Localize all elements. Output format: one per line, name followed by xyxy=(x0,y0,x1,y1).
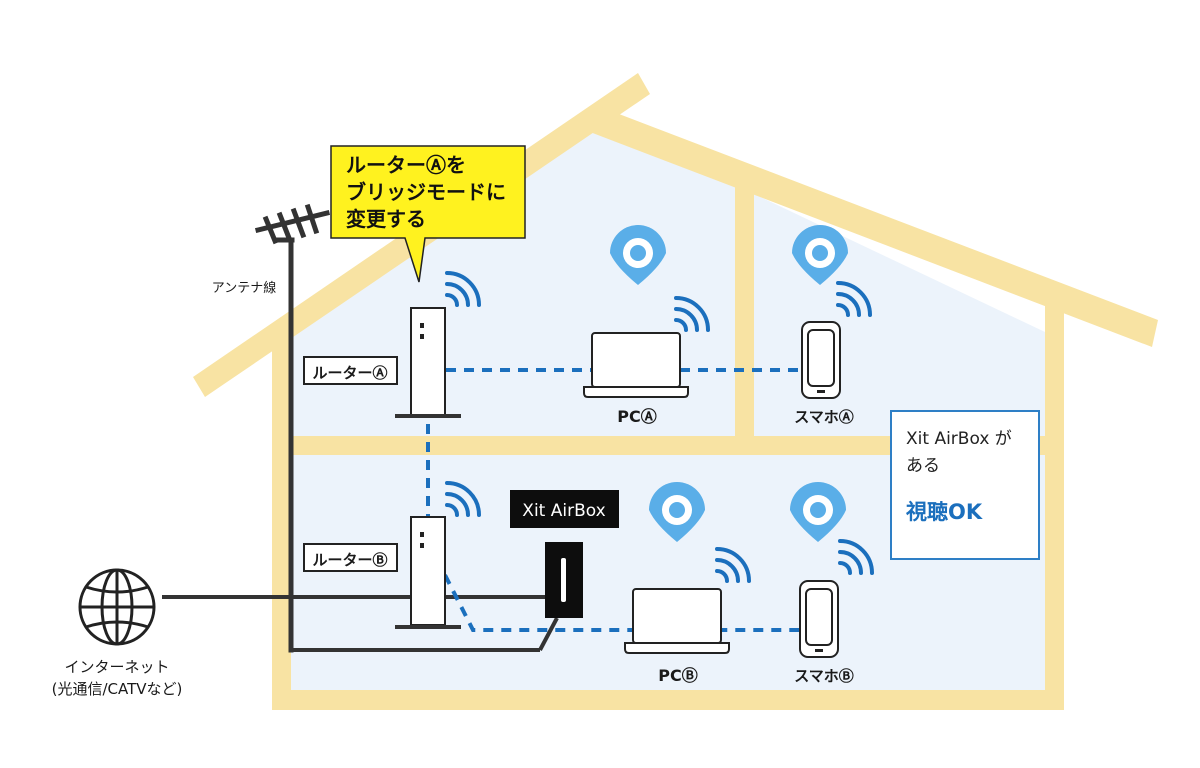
router-a-label: ルーターⒶ xyxy=(312,364,387,382)
airbox-device-icon xyxy=(545,542,583,618)
antenna-label: アンテナ線 xyxy=(212,280,276,296)
info-line-2: ある xyxy=(906,456,940,476)
wired-connections xyxy=(162,595,559,652)
bridge-mode-callout: ルーターⒶを ブリッジモードに 変更する xyxy=(331,146,525,238)
laptop-icon xyxy=(624,588,730,654)
callout-line-1: ルーターⒶを xyxy=(346,153,466,177)
router-a-label-box xyxy=(303,356,398,385)
callout-line-3: 変更する xyxy=(346,207,426,231)
phone-a-label: スマホⒶ xyxy=(794,408,854,426)
callout-bubble xyxy=(330,145,526,283)
smartphone-icon xyxy=(799,580,839,658)
router-b-label-box xyxy=(303,543,398,572)
globe-icon xyxy=(78,568,156,646)
internet-label: インターネット xyxy=(64,658,169,676)
roof-beam-right xyxy=(590,106,1158,347)
internet-sublabel: (光通信/CATVなど) xyxy=(52,680,183,698)
callout-line-2: ブリッジモードに xyxy=(346,180,506,204)
antenna-icon xyxy=(254,203,331,653)
airbox-label: Xit AirBox xyxy=(522,501,605,521)
router-icon xyxy=(395,307,461,418)
phone-b-label: スマホⒷ xyxy=(794,667,854,685)
airbox-info-box: Xit AirBox が ある 視聴OK xyxy=(890,410,1040,560)
airbox-label-box xyxy=(510,490,619,528)
pc-a-label: PCⒶ xyxy=(617,407,656,426)
viewing-ok-status: 視聴OK xyxy=(906,500,983,524)
router-icon xyxy=(395,516,461,629)
info-line-1: Xit AirBox が xyxy=(906,429,1012,449)
house-frame xyxy=(272,178,1064,710)
laptop-icon xyxy=(583,332,689,398)
router-b-label: ルーターⒷ xyxy=(312,551,387,569)
smartphone-icon xyxy=(801,321,841,399)
pc-b-label: PCⒷ xyxy=(658,666,697,685)
